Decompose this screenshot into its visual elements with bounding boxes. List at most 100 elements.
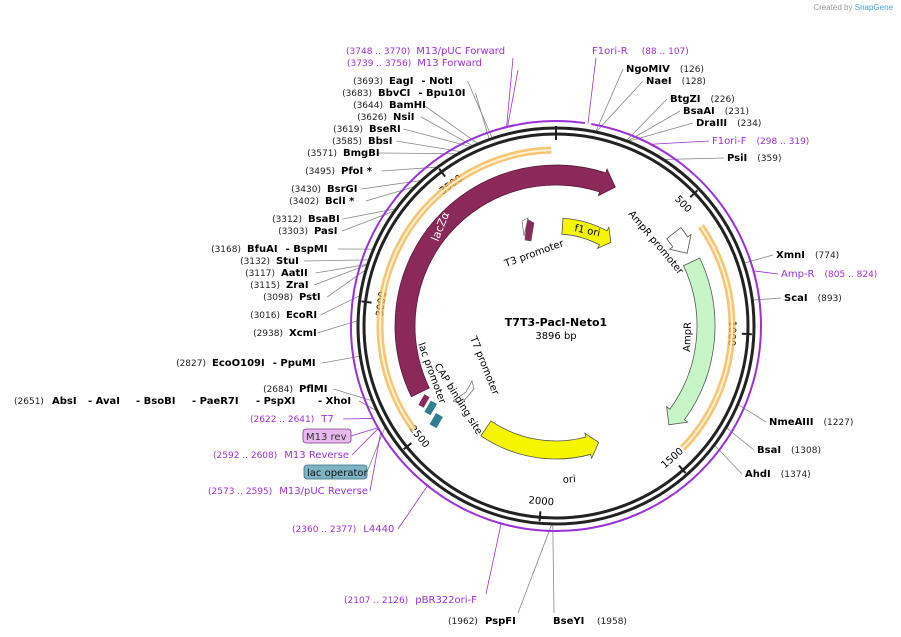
label-leader	[304, 259, 369, 262]
primer-label: (3748 .. 3770)M13/pUC Forward	[346, 46, 505, 57]
label-leader	[595, 68, 624, 132]
primer-label-t7: (2622 .. 2641)T7	[250, 414, 334, 425]
label-leader	[423, 104, 478, 144]
tick-mark	[361, 300, 372, 304]
label-leader	[421, 116, 473, 146]
tick-mark	[538, 511, 542, 522]
enzyme-label: NsiI	[393, 112, 414, 123]
position-label: (1958)	[597, 617, 627, 627]
m13-rev-box[interactable]	[302, 428, 352, 444]
position-label: (1962)	[448, 617, 478, 627]
primer-label-pbr: (2107 .. 2126)pBR322ori-F	[344, 595, 477, 606]
ori-feature[interactable]	[480, 420, 600, 460]
f1ori-label: f1 ori	[573, 223, 601, 239]
enzyme-label: DraIII(234)	[696, 118, 761, 129]
tick-mark	[438, 168, 446, 178]
m13-rev-label: M13 rev	[306, 432, 347, 443]
enzyme-label: StuI	[276, 256, 299, 267]
position-label: (3402)	[289, 197, 319, 207]
lacZa-feature[interactable]	[394, 164, 616, 398]
label-leader	[403, 128, 471, 147]
plasmid-length: 3896 bp	[535, 331, 576, 342]
ampR-promoter-feature[interactable]	[666, 226, 692, 254]
position-label: (2684)	[263, 385, 293, 395]
primer-mark	[497, 521, 505, 526]
enzyme-label: XmnI(774)	[776, 250, 839, 261]
primer-label: (3739 .. 3756)M13 Forward	[347, 58, 482, 69]
ampR-glow-core	[681, 225, 733, 449]
enzyme-label: BseYI	[553, 616, 584, 627]
f1ori-feature[interactable]	[561, 217, 612, 250]
primer-label-m13pucrev: (2573 .. 2595)M13/pUC Reverse	[208, 486, 368, 497]
enzyme-label: - AvaI	[88, 396, 120, 407]
position-label: (3693)	[353, 77, 383, 87]
label-leader	[506, 57, 514, 128]
label-leader	[397, 485, 428, 530]
position-label: (3430)	[291, 185, 321, 195]
enzyme-label: NgoMIV(126)	[626, 64, 704, 75]
enzyme-label: PstI	[299, 292, 321, 303]
primer-mark	[752, 270, 757, 278]
lacZa-glow-core	[379, 149, 552, 431]
enzyme-label: BsaI(1308)	[757, 445, 821, 456]
enzyme-label: EagI- NotI	[389, 76, 453, 87]
label-leader	[753, 297, 782, 301]
position-label: (3571)	[307, 149, 337, 159]
label-leader	[342, 418, 374, 420]
label-leader	[351, 428, 379, 456]
position-label: (3619)	[333, 125, 363, 135]
enzyme-label: EcoO109I- PpuMI	[212, 358, 316, 369]
enzyme-label: BbvCI- Bpu10I	[378, 88, 466, 99]
enzyme-label: PfoI *	[341, 166, 373, 177]
credit: Created by SnapGene	[813, 3, 893, 12]
enzyme-label: PspFI	[485, 616, 516, 627]
lac-operator-mark	[424, 400, 437, 416]
primer-mark	[424, 483, 431, 489]
lac-operator-box[interactable]	[303, 464, 368, 480]
enzyme-label: - PaeR7I	[192, 396, 239, 407]
position-label: (3098)	[263, 293, 293, 303]
label-leader	[326, 269, 366, 298]
primer-mark	[350, 120, 762, 532]
enzyme-label: F1ori-F(298 .. 319)	[712, 136, 809, 147]
label-leader	[314, 264, 367, 286]
label-leader	[315, 264, 367, 274]
position-label: (2827)	[176, 359, 206, 369]
label-leader	[485, 523, 502, 595]
enzyme-label: EcoRI	[286, 310, 317, 321]
label-leader	[753, 270, 779, 275]
t3-promoter-label: T3 promoter	[502, 238, 566, 270]
position-label: (3016)	[250, 311, 280, 321]
enzyme-label: ZraI	[286, 280, 309, 291]
tick-mark	[678, 464, 687, 474]
enzyme-label: - PspXI	[256, 396, 295, 407]
enzyme-label: AbsI	[52, 396, 77, 407]
position-label: (3312)	[272, 215, 302, 225]
tick-mark	[689, 189, 699, 198]
enzyme-label: - BsoBI	[136, 396, 175, 407]
enzyme-label: BclI *	[325, 196, 355, 207]
t7-promoter-arrow	[452, 380, 475, 405]
ampR-label: AmpR	[682, 322, 694, 352]
label-leader	[744, 254, 774, 264]
position-label: (2651)	[14, 397, 44, 407]
tick-mark	[403, 442, 413, 451]
ampR-feature[interactable]	[666, 257, 716, 426]
label-leader	[626, 98, 668, 141]
enzyme-label: - XhoI	[318, 396, 351, 407]
enzyme-label: Amp-R(805 .. 824)	[781, 269, 877, 280]
position-label: (3168)	[211, 245, 241, 255]
enzyme-label: PasI	[314, 226, 337, 237]
enzyme-label: PflMI	[299, 384, 327, 395]
enzyme-label: PsiI(359)	[727, 153, 781, 164]
label-leader	[467, 80, 493, 138]
enzyme-label: BbsI	[368, 136, 392, 147]
enzyme-label: XcmI	[289, 328, 317, 339]
credit-prefix: Created by	[813, 3, 853, 12]
site-marks	[350, 120, 762, 532]
label-leader	[587, 57, 597, 124]
primer-label: F1ori-R(88 .. 107)	[592, 46, 689, 57]
lac-operator-label: lac operator	[307, 468, 368, 479]
tick-label: 2000	[528, 495, 554, 508]
